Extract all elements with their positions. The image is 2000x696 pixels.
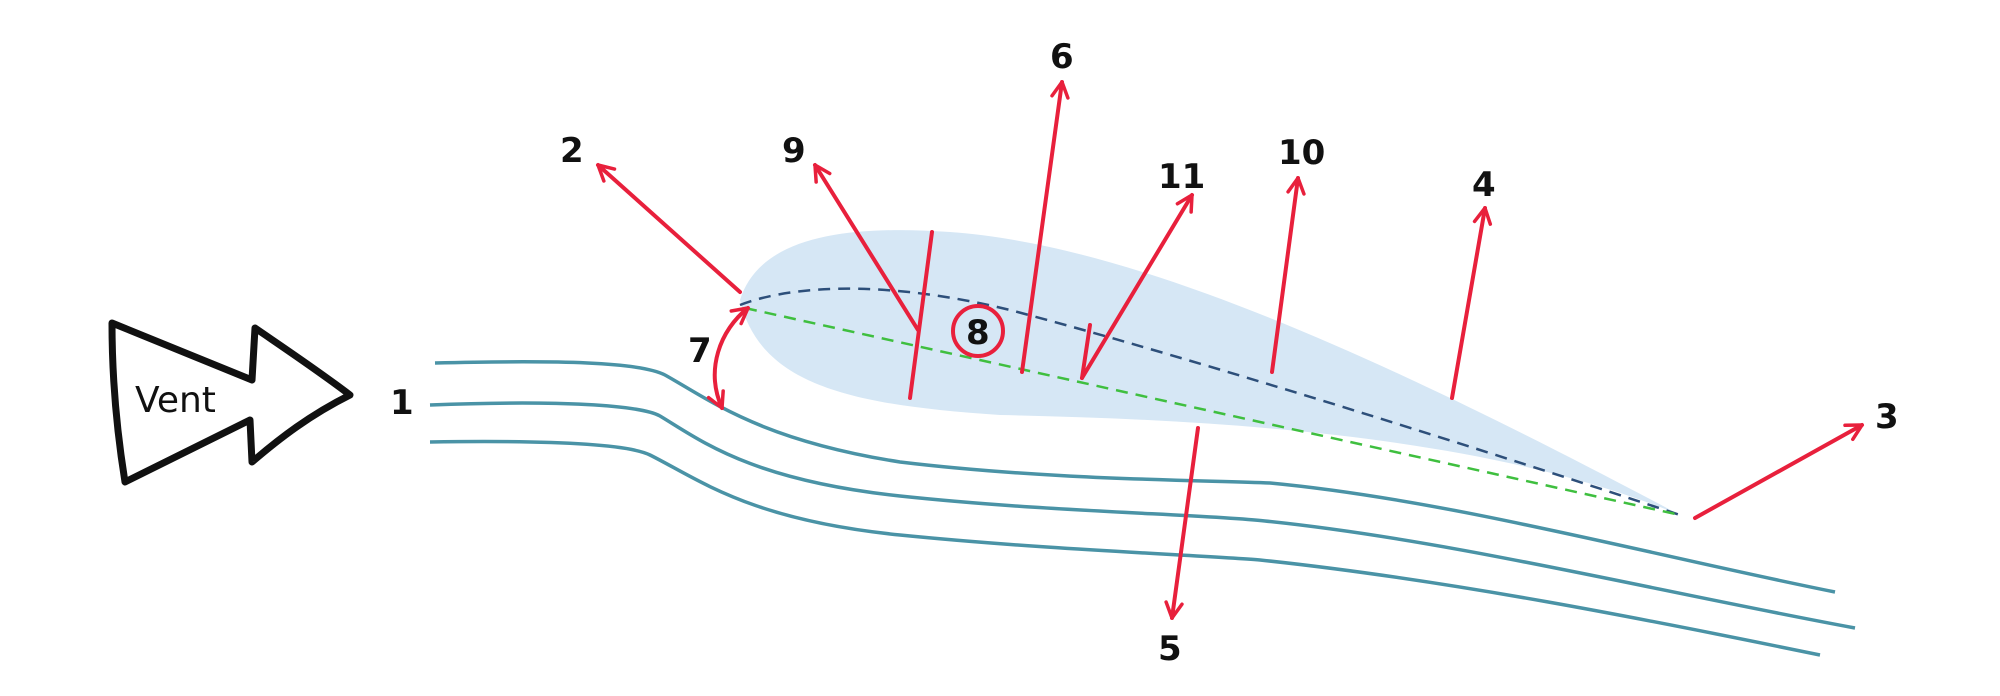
arrow-5 <box>1164 426 1200 620</box>
angle-of-attack-arc <box>706 306 750 410</box>
mean-camber-line <box>739 287 1681 517</box>
label-4: 4 <box>1472 165 1496 205</box>
streamline-bottom <box>429 439 1821 657</box>
label-10: 10 <box>1278 133 1325 173</box>
arrow-4 <box>1450 206 1493 400</box>
arrow-3 <box>1693 423 1864 520</box>
arrows <box>596 80 1864 620</box>
label-1: 1 <box>390 383 414 423</box>
streamline-top <box>434 360 1836 594</box>
arrow-11-tick <box>1080 323 1092 380</box>
vent-label: Vent <box>135 380 216 421</box>
label-8: 8 <box>966 313 990 353</box>
arrow-2 <box>596 163 742 294</box>
label-11: 11 <box>1158 157 1205 197</box>
arrow-10 <box>1270 176 1306 374</box>
arrow-6 <box>1020 80 1070 374</box>
label-3: 3 <box>1875 397 1899 437</box>
label-6: 6 <box>1050 37 1074 77</box>
streamline-middle <box>429 401 1856 630</box>
label-7: 7 <box>688 331 712 371</box>
thickness-marker <box>908 230 934 400</box>
label-9: 9 <box>782 131 806 171</box>
label-8-circle <box>951 304 1005 358</box>
vent-arrow-shape <box>108 319 354 486</box>
arrow-11 <box>1080 193 1194 380</box>
label-5: 5 <box>1158 629 1182 669</box>
airfoil-shape <box>740 230 1680 515</box>
label-2: 2 <box>560 131 584 171</box>
arrow-9 <box>813 163 920 332</box>
